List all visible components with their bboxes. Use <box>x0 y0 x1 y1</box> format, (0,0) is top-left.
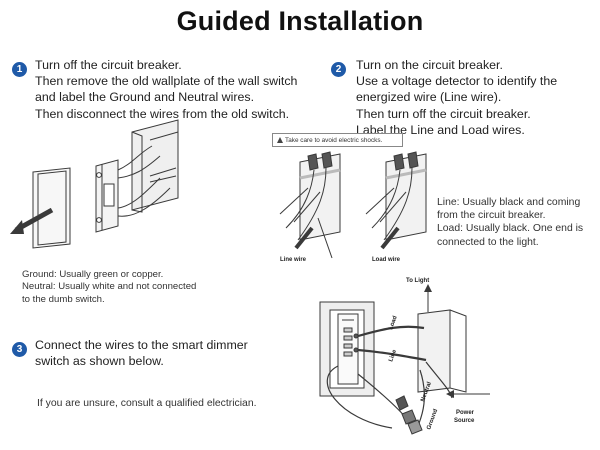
step-3-badge: 3 <box>12 342 27 357</box>
step-3-text: Connect the wires to the smart dimmer sw… <box>35 337 248 369</box>
step-1-text: Turn off the circuit breaker. Then remov… <box>35 57 297 122</box>
to-light-label: To Light <box>406 278 429 284</box>
line-load-note-line: Line: Usually black and coming <box>437 197 581 208</box>
ground-note-line: Neutral: Usually white and not connected <box>22 281 197 293</box>
dimmer-wiring-illustration: To Light Power Source Load Line Neutral … <box>319 278 490 435</box>
line-load-note: Line: Usually black and coming from the … <box>437 196 583 249</box>
step-2-line: Then turn off the circuit breaker. <box>356 106 531 121</box>
page-title: Guided Installation <box>176 6 424 36</box>
ground-note-line: to the dumb switch. <box>22 293 105 305</box>
electrician-note: If you are unsure, consult a qualified e… <box>37 398 257 409</box>
line-wire-label: Line wire <box>280 257 307 263</box>
wire-tag-load: Load <box>388 315 399 331</box>
warning-icon <box>277 137 283 143</box>
step-2-line: energized wire (Line wire). <box>356 90 502 105</box>
step-2-text: Turn on the circuit breaker. Use a volta… <box>356 57 557 138</box>
step-3-line: switch as shown below. <box>35 354 164 369</box>
step-1-line: Then remove the old wallplate of the wal… <box>35 74 298 89</box>
remove-wallplate-illustration <box>10 119 179 249</box>
step-1-badge: 1 <box>12 62 27 77</box>
wire-tag-ground: Ground <box>426 408 439 431</box>
wire-tag-line: Line <box>388 348 398 362</box>
line-load-note-line: from the circuit breaker. <box>437 210 546 222</box>
ground-note-line: Ground: Usually green or copper. <box>22 269 164 280</box>
line-load-note-line: Load: Usually black. One end is <box>437 223 584 235</box>
line-load-illustration: Line wire Load wire <box>279 151 427 263</box>
step-2-badge: 2 <box>331 62 346 77</box>
step-1-line: Turn off the circuit breaker. <box>35 58 182 72</box>
ground-neutral-note: Ground: Usually green or copper. Neutral… <box>22 269 196 306</box>
warning-text: Take care to avoid electric shocks. <box>285 137 383 144</box>
load-wire-label: Load wire <box>372 257 401 263</box>
step-1-line: Then disconnect the wires from the old s… <box>35 106 290 121</box>
warning-box: Take care to avoid electric shocks. <box>272 133 403 147</box>
power-label: Power <box>456 410 475 416</box>
line-load-note-line: connected to the light. <box>437 236 539 248</box>
source-label: Source <box>454 418 475 424</box>
step-3-line: Connect the wires to the smart dimmer <box>35 338 248 352</box>
step-2-line: Use a voltage detector to identify the <box>356 74 558 89</box>
step-2-line: Turn on the circuit breaker. <box>356 58 503 72</box>
step-1-line: and label the Ground and Neutral wires. <box>35 90 255 105</box>
